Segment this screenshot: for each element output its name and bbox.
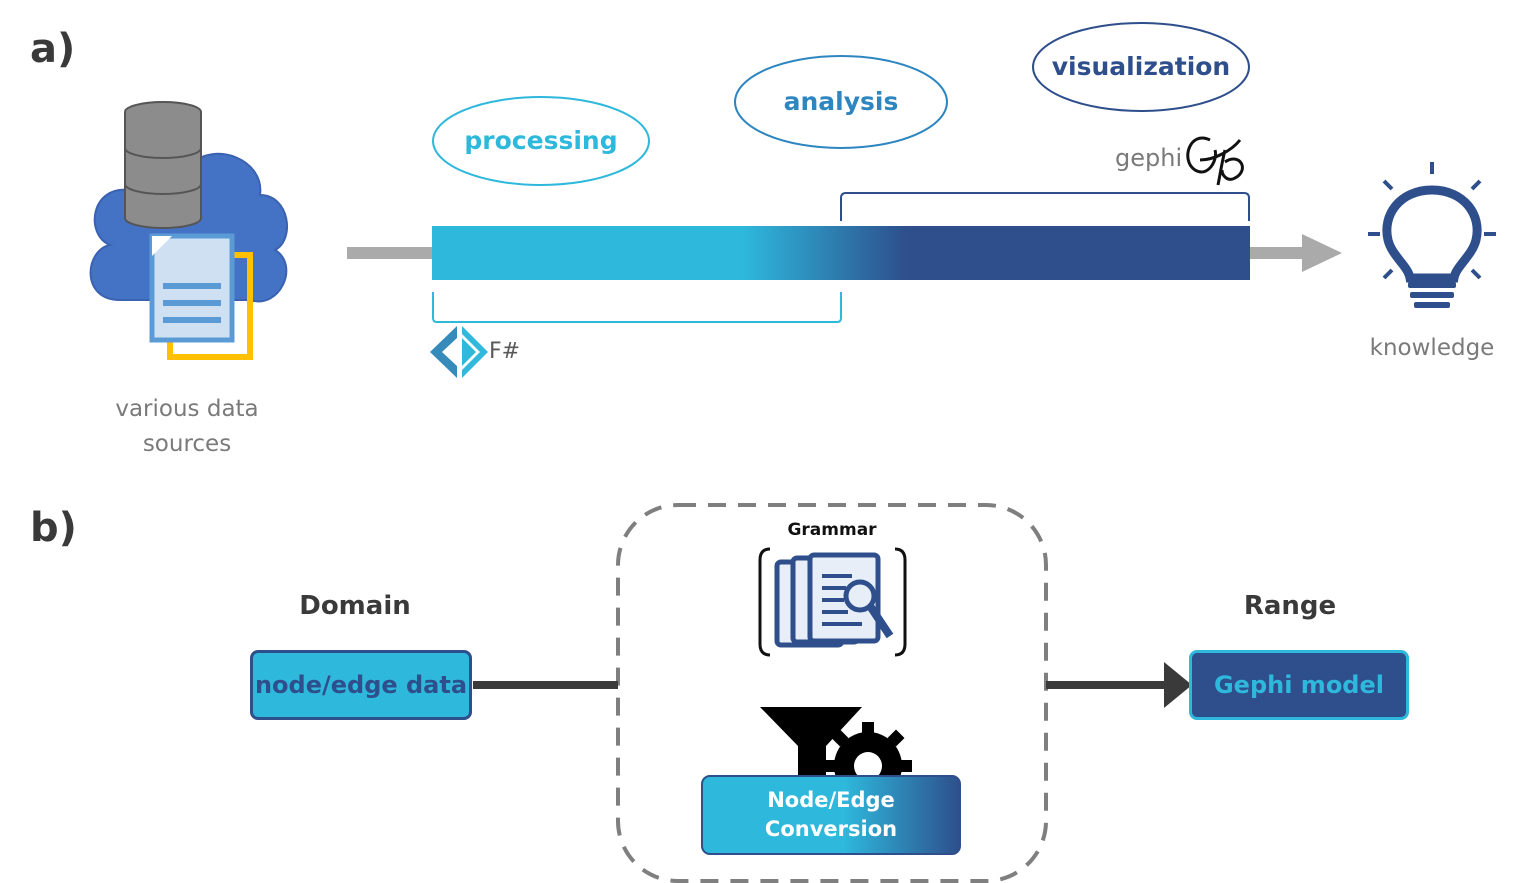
- sources-label: various data sources: [115, 396, 259, 457]
- grammar-label: Grammar: [787, 520, 877, 540]
- visualization-label: visualization: [1051, 52, 1231, 81]
- gephi-label: gephi: [1115, 144, 1183, 172]
- conversion-line-2: Conversion: [764, 817, 898, 841]
- funnel-icon: [760, 707, 862, 776]
- grammar-documents-icon: [758, 547, 907, 657]
- visualization-ellipse: [1032, 22, 1250, 112]
- conversion-container: [616, 503, 1048, 883]
- processing-ellipse: [432, 96, 650, 186]
- conversion-line-1: Node/Edge: [767, 788, 895, 812]
- panel-a-label: a): [30, 26, 76, 72]
- database-cloud-icon: [89, 101, 288, 303]
- input-arrow: [347, 247, 433, 259]
- analysis-ellipse: [734, 55, 948, 149]
- fsharp-logo-icon: [430, 326, 488, 378]
- knowledge-label: knowledge: [1369, 335, 1495, 361]
- domain-box: node/edge data: [250, 650, 472, 720]
- gephi-logo-icon: [1186, 136, 1244, 186]
- conversion-box-bg: [701, 775, 961, 855]
- domain-heading: Domain: [299, 591, 411, 621]
- document-icon: [149, 233, 253, 360]
- range-box: Gephi model: [1189, 650, 1409, 720]
- analysis-label: analysis: [783, 87, 899, 116]
- lightbulb-icon: [1368, 162, 1496, 308]
- output-arrow-head: [1302, 234, 1342, 272]
- gephi-bracket: [840, 192, 1250, 221]
- range-heading: Range: [1243, 591, 1337, 621]
- pipeline-bar: [432, 226, 1250, 280]
- processing-label: processing: [464, 126, 618, 155]
- range-arrow-head: [1164, 662, 1192, 708]
- fsharp-bracket: [432, 292, 842, 323]
- output-arrow-shaft: [1250, 247, 1305, 259]
- fsharp-label: F#: [489, 339, 521, 364]
- conversion-box: Node/Edge Conversion: [702, 776, 960, 854]
- panel-b-label: b): [30, 505, 77, 551]
